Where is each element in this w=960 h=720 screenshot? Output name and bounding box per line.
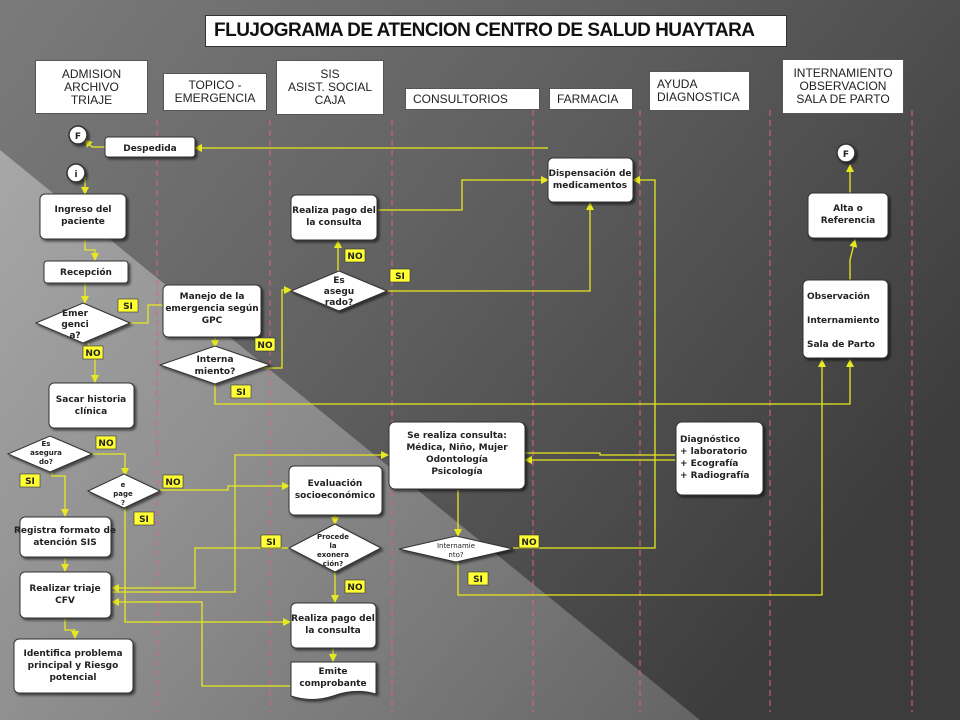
svg-text:SI: SI (139, 515, 149, 525)
svg-text:SI: SI (473, 575, 483, 585)
lane-consultorios: CONSULTORIOS (405, 88, 540, 110)
svg-text:SI: SI (395, 272, 405, 282)
svg-text:F: F (75, 132, 81, 142)
tag-no: NO (344, 579, 366, 594)
tag-si: SI (133, 511, 155, 526)
lane-dividers (156, 110, 913, 712)
recepcion-text: Recepción (60, 267, 112, 278)
diagnostico-text: Diagnóstico+ laboratorio+ Ecografía+ Rad… (680, 434, 749, 481)
tag-no: NO (254, 337, 276, 352)
lane-ayuda-diagnostica: AYUDA DIAGNOSTICA (649, 71, 750, 111)
svg-text:SI: SI (236, 388, 246, 398)
registra-sis-box (19, 516, 112, 558)
tag-si: SI (260, 534, 282, 549)
svg-text:NO: NO (347, 252, 363, 262)
despedida-text: Despedida (123, 144, 177, 154)
asegurado-2-decision (6, 435, 94, 473)
consulta-box (388, 421, 526, 490)
terminal-inicio: i (66, 163, 86, 183)
lane-admision: ADMISION ARCHIVO TRIAJE (35, 60, 148, 114)
tag-no: NO (162, 474, 184, 489)
puede-pagar-decision (86, 473, 162, 509)
svg-text:NO: NO (98, 439, 114, 449)
exoneracion-decision (287, 523, 383, 573)
identifica-box (13, 638, 134, 694)
svg-text:NO: NO (521, 538, 537, 548)
emergencia-decision (34, 302, 132, 344)
despedida-box (104, 136, 196, 158)
recepcion-box (43, 260, 129, 284)
svg-text:NO: NO (85, 349, 101, 359)
alta-box (807, 192, 889, 239)
asegurado-1-decision (289, 270, 389, 312)
realiza-pago-1-box (290, 194, 378, 241)
sacar-historia-box (48, 382, 135, 429)
tag-si: SI (467, 571, 489, 586)
diagnostico-box (675, 421, 764, 496)
connectors (51, 139, 858, 687)
tag-no: NO (518, 534, 540, 549)
svg-text:i: i (74, 170, 77, 180)
realiza-pago-2-box (290, 602, 377, 649)
emite-document (290, 661, 377, 700)
evaluacion-box (288, 465, 383, 516)
svg-text:SI: SI (123, 302, 133, 312)
svg-text:NO: NO (165, 478, 181, 488)
lane-farmacia: FARMACIA (549, 88, 633, 110)
tag-si: SI (117, 298, 139, 313)
tag-no: NO (82, 345, 104, 360)
lane-internamiento: INTERNAMIENTO OBSERVACION SALA DE PARTO (782, 59, 904, 114)
tag-si: SI (19, 473, 41, 488)
tag-no: NO (344, 248, 366, 263)
internamiento-decision (158, 345, 272, 385)
svg-text:NO: NO (347, 583, 363, 593)
svg-text:NO: NO (257, 341, 273, 351)
observacion-box (802, 279, 889, 359)
realizar-triaje-box (19, 571, 112, 619)
ingreso-box (39, 193, 127, 240)
lane-sis: SIS ASIST. SOCIAL CAJA (276, 60, 384, 115)
lane-topico: TOPICO - EMERGENCIA (163, 73, 267, 111)
svg-text:SI: SI (25, 477, 35, 487)
manejo-box (162, 284, 262, 338)
svg-text:SI: SI (266, 538, 276, 548)
dispensacion-box (547, 157, 634, 203)
terminal-fin-right: F (836, 143, 856, 163)
internamiento-2-decision (398, 535, 514, 563)
page-title: FLUJOGRAMA DE ATENCION CENTRO DE SALUD H… (205, 15, 787, 47)
svg-text:F: F (843, 150, 849, 160)
tag-si: SI (389, 268, 411, 283)
tag-no: NO (95, 435, 117, 450)
tag-si: SI (230, 384, 252, 399)
terminal-fin-left: F (68, 125, 88, 145)
decision-tags: SI NO NO SI NO SI NO SI NO SI SI NO NO S… (19, 248, 540, 594)
